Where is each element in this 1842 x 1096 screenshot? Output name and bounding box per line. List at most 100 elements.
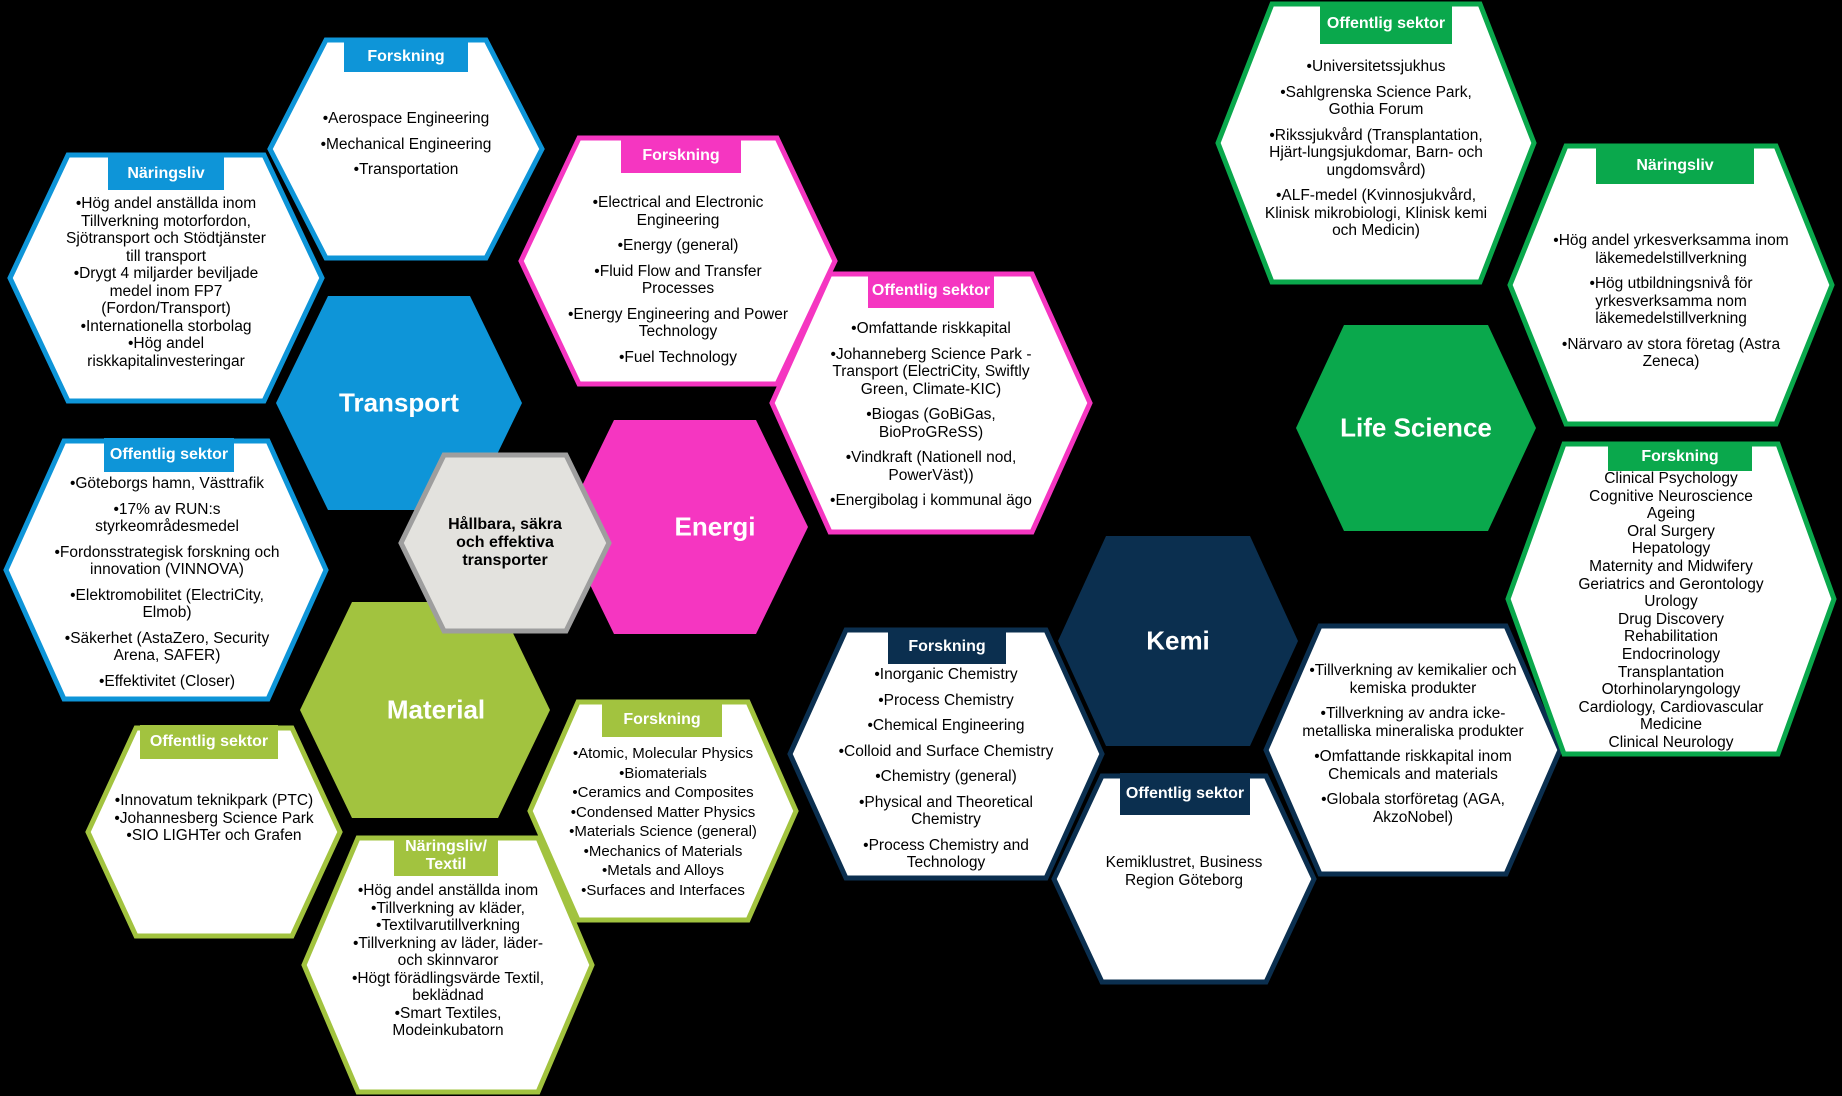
box-items: •Hög andel yrkesverksamma inom läkemedel… — [1548, 232, 1794, 379]
lifescience-naringsliv-hex: Näringsliv •Hög andel yrkesverksamma ino… — [1506, 142, 1836, 428]
box-item: •Mechanical Engineering — [320, 135, 492, 153]
material-forskning-hex: Forskning •Atomic, Molecular Physics•Bio… — [526, 698, 800, 924]
box-item: •Condensed Matter Physics — [570, 803, 756, 821]
box-item: •Aerospace Engineering — [322, 110, 490, 127]
box-item: •Energibolag i kommunal ägo — [830, 492, 1032, 509]
box-item: Clinical Neurology — [1608, 733, 1734, 751]
box-item: •Rikssjukvård (Transplantation, Hjärt-lu… — [1269, 126, 1483, 179]
box-items: •Göteborgs hamn, Västtrafik •17% av RUN:s… — [52, 475, 282, 698]
box-item: Geriatrics and Gerontology — [1578, 575, 1764, 593]
box-item: •Vindkraft (Nationell nod, PowerVäst)) — [845, 449, 1017, 484]
hub-title: Kemi — [1146, 625, 1210, 656]
box-item: Drug Discovery — [1618, 610, 1724, 628]
hub-title: Life Science — [1340, 412, 1492, 443]
box-item: •Fuel Technology — [618, 348, 738, 366]
box-item: Transplantation — [1617, 663, 1725, 681]
tag: Forskning — [602, 703, 722, 737]
box-item: •Högt förädlingsvärde Textil, beklädnad — [351, 969, 545, 1005]
box-item: •SIO LIGHTer och Grafen — [126, 827, 302, 844]
box-item: •Mechanics of Materials — [583, 842, 743, 860]
box-item: •Omfattande riskkapital — [851, 320, 1011, 337]
tag-label: Forskning — [623, 711, 701, 728]
box-item: •Materials Science (general) — [569, 823, 757, 840]
tag-label: Offentlig sektor — [871, 282, 991, 299]
box-item: Oral Surgery — [1627, 522, 1715, 540]
box-items: •Electrical and Electronic Engineering•E… — [561, 194, 795, 374]
center-hex: Hållbara, säkra och effektiva transporte… — [398, 452, 612, 634]
tag: Offentlig sektor — [1120, 773, 1250, 815]
box-item: •Electrical and Electronic Engineering — [592, 194, 764, 229]
box-item: Urology — [1644, 593, 1698, 611]
box-item: •Närvaro av stora företag (Astra Zeneca) — [1561, 335, 1781, 371]
box-item: Rehabilitation — [1624, 628, 1718, 646]
tag-label: Forskning — [367, 48, 445, 65]
tag: Forskning — [621, 139, 741, 173]
box-items: •Aerospace Engineering •Mechanical Engine… — [316, 110, 496, 187]
tag: Forskning — [344, 42, 468, 72]
tag-label: Offentlig sektor — [149, 733, 269, 750]
box-item: Otorhinolaryngology — [1601, 681, 1741, 699]
box-item: •Sahlgrenska Science Park, Gothia Forum — [1280, 83, 1472, 119]
box-item: •Hög andel yrkesverksamma inom läkemedel… — [1553, 232, 1789, 267]
tag-label: Forskning — [642, 147, 720, 164]
box-items: •Inorganic Chemistry•Process Chemistry•C… — [830, 666, 1062, 880]
lifescience-offentlig-hex: Offentlig sektor •Universitetssjukhus•Sa… — [1214, 0, 1538, 286]
box-item: •Hög andel riskkapitalinvesteringar — [87, 335, 245, 370]
box-item: •Tillverkning av kemikalier och kemiska … — [1309, 662, 1517, 697]
tag: Offentlig sektor — [140, 725, 278, 759]
box-item: •Säkerhet (AstaZero, Security Arena, SAF… — [64, 629, 270, 665]
box-item: Cardiology, Cardiovascular Medicine — [1578, 698, 1764, 734]
tag: Offentlig sektor — [104, 438, 234, 472]
kemi-forskning-hex: Forskning •Inorganic Chemistry•Process C… — [786, 626, 1106, 882]
box-items: •Universitetssjukhus•Sahlgrenska Science… — [1264, 58, 1488, 248]
box-item: •Effektivitet (Closer) — [98, 672, 236, 690]
box-item: •Tillverkning av kläder, — [371, 899, 525, 917]
box-item: •Biogas (GoBiGas, BioProGReSS) — [866, 406, 996, 441]
tag-label: Offentlig sektor — [1326, 15, 1446, 32]
material-hub: Material — [300, 602, 550, 818]
box-item: •Colloid and Surface Chemistry — [838, 742, 1054, 760]
box-items: •Tillverkning av kemikalier och kemiska … — [1302, 662, 1524, 834]
box-item: •Hög utbildningsnivå för yrkesverksamma … — [1589, 275, 1753, 327]
lifescience-hub: Life Science — [1296, 325, 1536, 531]
tag-label: Forskning — [1641, 448, 1719, 465]
transport-naringsliv-hex: Näringsliv •Hög andel anställda inom Til… — [6, 151, 326, 405]
box-items: •Atomic, Molecular Physics•Biomaterials•… — [566, 744, 760, 900]
box-item: •Internationella storbolag — [80, 317, 252, 335]
box-item: •Textilvarutillverkning — [375, 917, 521, 934]
box-item: •Process Chemistry and Technology — [863, 836, 1029, 872]
box-item: Hepatology — [1631, 540, 1711, 558]
box-item: •Hög andel anställda inom Tillverkning m… — [66, 195, 266, 265]
kemi-naringsliv-hex: •Tillverkning av kemikalier och kemiska … — [1262, 622, 1564, 878]
tag-label: Offentlig sektor — [109, 446, 229, 463]
material-naringsliv-hex: Näringsliv/ Textil •Hög andel anställda … — [300, 834, 596, 1096]
box-item: •Globala storföretag (AGA, AkzoNobel) — [1321, 791, 1505, 826]
box-item: •Biomaterials — [619, 764, 707, 782]
energi-forskning-hex: Forskning •Electrical and Electronic Eng… — [517, 134, 839, 388]
box-item: •Göteborgs hamn, Västtrafik — [69, 475, 265, 492]
box-item: •Johannesberg Science Park — [114, 809, 314, 827]
box-item: •Chemistry (general) — [875, 768, 1017, 785]
box-item: •Tillverkning av andra icke-metalliska m… — [1302, 705, 1524, 740]
kemi-offentlig-hex: Offentlig sektor Kemiklustret, Business … — [1050, 772, 1318, 986]
hub-title: Transport — [339, 387, 459, 418]
box-item: •Fordonsstrategisk forskning och innovat… — [54, 543, 280, 579]
box-item: •Johanneberg Science Park - Transport (E… — [830, 345, 1032, 398]
box-item: •Tillverkning av läder, läder- och skinn… — [352, 934, 544, 970]
tag: Näringsliv — [108, 157, 224, 190]
box-item: Endocrinology — [1621, 645, 1721, 663]
box-item: •Drygt 4 miljarder beviljade medel inom … — [73, 265, 259, 317]
tag: Forskning — [1608, 443, 1752, 471]
box-item: •ALF-medel (Kvinnosjukvård, Klinisk mikr… — [1264, 187, 1488, 239]
box-item: •17% av RUN:s styrkeområdesmedel — [95, 500, 239, 536]
box-item: •Physical and Theoretical Chemistry — [858, 793, 1033, 829]
hub-title: Energi — [674, 511, 756, 542]
tag: Offentlig sektor — [868, 274, 994, 308]
box-item: •Smart Textiles, Modeinkubatorn — [392, 1004, 504, 1040]
box-item: •Omfattande riskkapital inom Chemicals a… — [1314, 748, 1512, 783]
box-item: Clinical Psychology — [1604, 470, 1738, 487]
kemi-hub: Kemi — [1058, 536, 1298, 746]
tag: Forskning — [888, 630, 1006, 664]
